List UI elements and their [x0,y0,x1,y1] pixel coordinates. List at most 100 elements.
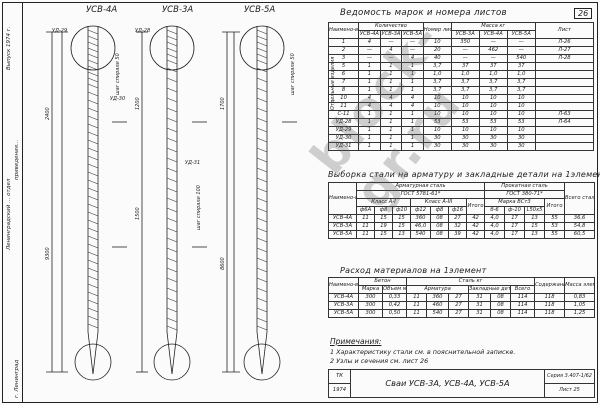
vyborka-cell: 15 [392,222,411,231]
vyborka-dia: ф12 [410,206,431,215]
vedomost-side-label: Отдельные изделия [330,56,336,110]
vyborka-cell: 39 [448,230,467,239]
vyborka-cell: 55 [544,230,566,239]
vyborka-cell: 15 [524,222,546,231]
rashod-cell: 0,50 [382,309,407,318]
margin-text-1: Выпуск 1974 г. [6,26,12,70]
pile-label-usv3a: УСВ-3А [162,5,194,15]
vyborka-dia: б-6 [484,206,506,215]
rashod-head-concrete: Бетон [358,277,407,286]
stamp-year: 1974 [328,383,351,398]
vyborka-head-rolled: Прокатная сталь [484,182,566,191]
vyborka-cell: 540 [410,230,431,239]
vedomost-cell: УД-31 [327,142,360,151]
rashod-cell: 118 [534,309,566,318]
vedomost-cell: 3,7 [506,78,536,87]
rashod-sub: Всего [509,285,536,294]
sheet-number-box: 26 [574,8,593,19]
rashod-cell: 0,83 [564,293,596,302]
vyborka-class: Класс А-III [410,198,467,207]
rashod-cell: 360 [426,293,449,302]
margin-text-4: приведения... [14,139,20,180]
rashod-head-name: Наимено-вание элемента [328,277,359,294]
vedomost-cell: Л-28 [534,54,595,63]
vyborka-cell: 11 [356,230,375,239]
dim-1200: 1200 [135,97,141,110]
vyborka-cell: УСВ-3А [328,222,357,231]
rashod-cell: 27 [448,309,469,318]
margin-text-3: г. Ленинград [14,359,20,398]
vyborka-cell: 36,6 [564,214,596,223]
rashod-head-mass: Масса элемента т [564,277,596,294]
rashod-title: Расход материалов на 1элемент [340,266,487,275]
dim-1500: 1500 [135,207,141,220]
vedomost-cell: 10 [506,126,536,135]
stamp-series-label: Серия [547,373,564,379]
vyborka-table: Наимено-вание Арматурная сталь Прокатная… [328,182,596,239]
vedomost-cell: 10 [478,110,508,119]
rashod-sub: Арматура [406,285,469,294]
label-ud30: УД-30 [110,96,126,102]
rashod-cell: 11 [406,309,427,318]
vedomost-cell: 10 [506,94,536,103]
rashod-cell: 300 [358,293,383,302]
label-spiral-2: шаг спирали 100 [196,185,202,230]
label-ud31: УД-31 [185,160,201,166]
rashod-cell: 11 [406,301,427,310]
rashod-cell: 31 [468,293,491,302]
vedomost-head-list: Лист [534,22,595,39]
rashod-cell: УСВ-4А [328,293,359,302]
vyborka-cell: УСВ-5А [328,230,357,239]
label-ud28: УД-28 [135,28,151,34]
label-spiral-1: шаг спирали 50 [115,53,121,95]
inner-frame [22,2,598,403]
vyborka-cell: 46,0 [410,222,431,231]
rashod-cell: 118 [534,301,566,310]
vyborka-cell: 17 [504,230,526,239]
vedomost-cell: 1,0 [506,70,536,79]
vedomost-cell: 3,7 [506,86,536,95]
vedomost-cell: 30 [450,134,480,143]
vyborka-cell: 11 [356,222,375,231]
vyborka-cell: 13 [392,230,411,239]
vedomost-cell [534,126,595,135]
vyborka-dia: ф6А [356,206,375,215]
stamp-sheet-value: 25 [573,387,580,393]
vyborka-cell: 11 [356,214,375,223]
rashod-cell: 08 [490,309,511,318]
vedomost-cell: 2 [327,46,360,55]
rashod-cell: УСВ-3А [328,301,359,310]
vyborka-cell: 27 [448,214,467,223]
rashod-sub: Закладные детали [468,285,511,294]
vyborka-cell: 08 [430,214,449,223]
rashod-head-steel: Сталь кг [405,277,536,286]
rashod-cell: 114 [509,293,536,302]
vyborka-dia: ф-10 [504,206,526,215]
rashod-cell: 0,33 [382,293,407,302]
vyborka-cell: 53 [544,222,566,231]
rashod-cell: 27 [448,293,469,302]
vyborka-title: Выборка стали на арматуру и закладные де… [328,170,600,179]
rashod-head-content: Содержание стали кг/м³ [534,277,566,294]
stamp-title: Сваи УСВ-3А, УСВ-4А, УСВ-5А [350,369,545,398]
title-stamp: ТК Сваи УСВ-3А, УСВ-4А, УСВ-5А Серия 3.4… [328,369,595,398]
vyborka-cell: 4,0 [484,230,506,239]
label-ud29: УД-29 [52,28,68,34]
vyborka-cell: 4,0 [484,222,506,231]
stamp-sheet: Лист 25 [544,383,595,398]
rashod-cell: 118 [534,293,566,302]
vyborka-cell: 54,8 [564,222,596,231]
dim-8600: 8600 [220,257,226,270]
rashod-cell: 27 [448,301,469,310]
vedomost-cell: 37 [506,62,536,71]
vyborka-cell: УСВ-4А [328,214,357,223]
note-2: 2 Узлы и сечения см. лист 26 [330,357,429,365]
vyborka-cell: 55 [544,214,566,223]
vyborka-cell: 42 [465,214,486,223]
